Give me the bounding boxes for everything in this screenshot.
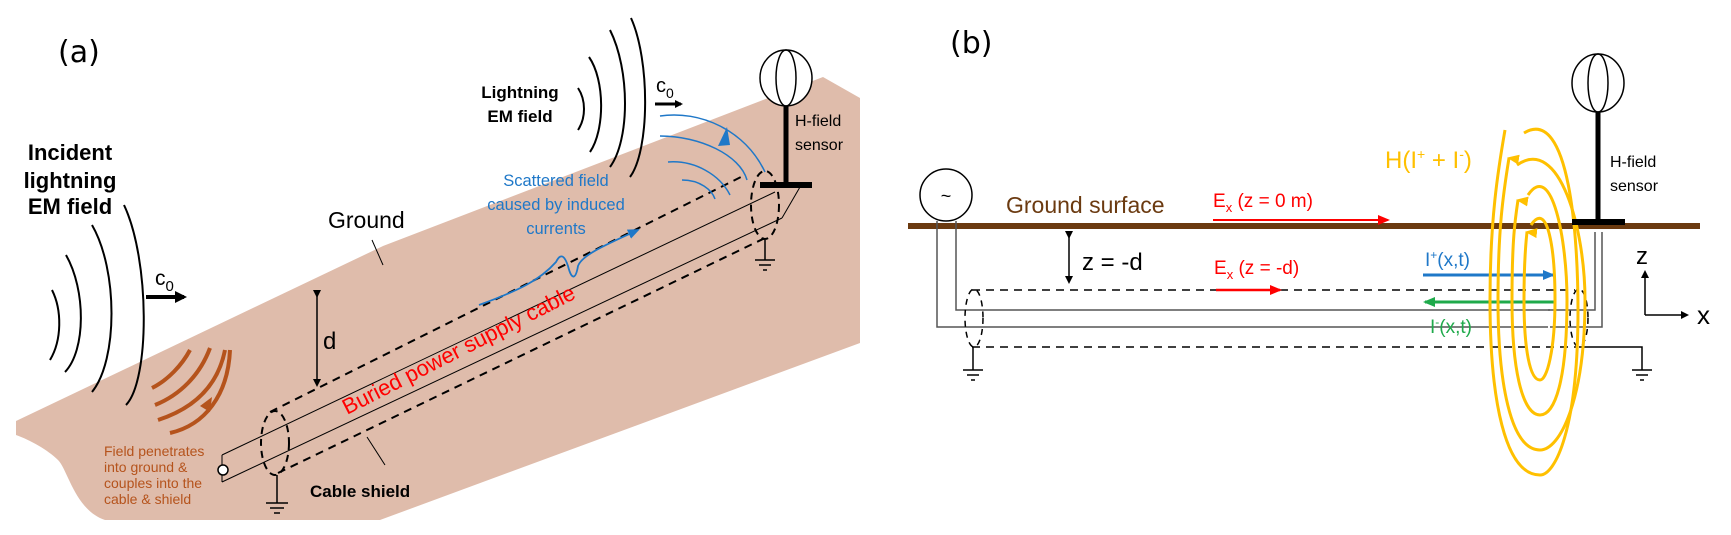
scattered-label: Scattered field caused by induced curren… — [487, 172, 625, 238]
svg-text:EM field: EM field — [28, 194, 112, 219]
svg-text:Lightning: Lightning — [481, 83, 558, 102]
panel-b-label: (b) — [950, 26, 992, 61]
svg-text:sensor: sensor — [795, 137, 844, 154]
panel-a-label: (a) — [58, 35, 100, 70]
svg-text:caused by induced: caused by induced — [487, 196, 625, 214]
shield-label: Cable shield — [310, 482, 410, 501]
shield-end-left-b — [964, 288, 984, 348]
sensor-label-b: H-field sensor — [1610, 154, 1659, 195]
shield-end-right — [750, 170, 780, 240]
svg-text:Incident: Incident — [28, 140, 113, 165]
ground-surface-label: Ground surface — [1006, 192, 1165, 218]
sensor-label-a: H-field sensor — [795, 113, 844, 154]
penetration-arrow-icon — [200, 397, 212, 412]
conductor-top — [221, 191, 776, 456]
scattered-wavefronts — [659, 114, 766, 200]
panel-b: (b) ~ Ground surface Ex (z = 0 m) z = -d… — [908, 26, 1710, 477]
svg-text:couples into the: couples into the — [104, 475, 202, 491]
svg-text:H-field: H-field — [1610, 154, 1656, 171]
h-field-sensor-a — [759, 49, 813, 188]
h-field-loops — [1488, 128, 1587, 477]
svg-text:into ground &: into ground & — [104, 459, 188, 475]
svg-text:EM field: EM field — [487, 107, 552, 126]
ground-label: Ground — [328, 207, 405, 233]
ground-symbol-icon — [266, 475, 288, 514]
depth-label: d — [323, 328, 336, 355]
ground-leader — [371, 239, 384, 266]
x-axis-label: x — [1697, 300, 1710, 330]
h-field-label: H(I+ + I-) — [1385, 146, 1472, 174]
svg-text:cable & shield: cable & shield — [104, 491, 191, 507]
i-plus-label: I+(x,t) — [1425, 248, 1470, 271]
i-minus-label: I-(x,t) — [1430, 315, 1472, 338]
ex-surface-label: Ex (z = 0 m) — [1213, 191, 1313, 215]
panel-a: (a) c0 Incident lightning EM field Field… — [16, 17, 860, 520]
h-field-sensor-b — [1571, 53, 1625, 225]
ground-symbol-icon — [1579, 346, 1652, 381]
incident-speed-label: c0 — [155, 267, 174, 295]
svg-text:Field penetrates: Field penetrates — [104, 443, 204, 459]
shield-end-right-b — [1569, 288, 1589, 348]
z-axis-label: z — [1636, 243, 1648, 270]
conductor-bottom — [221, 217, 783, 483]
svg-text:H-field: H-field — [795, 113, 841, 130]
shield-bottom-line — [277, 237, 766, 474]
scattered-arrow-icon — [718, 127, 730, 146]
source-icon — [919, 168, 973, 222]
incident-field-label: Incident lightning EM field — [24, 140, 117, 219]
penetration-label: Field penetrates into ground & couples i… — [104, 443, 204, 507]
svg-text:Scattered field: Scattered field — [503, 172, 608, 190]
ground-symbol-icon — [755, 240, 775, 271]
svg-text:sensor: sensor — [1610, 178, 1659, 195]
shield-top-line — [269, 174, 746, 413]
penetration-wavefronts — [151, 347, 232, 435]
svg-text:currents: currents — [526, 220, 586, 238]
depth-label-b: z = -d — [1082, 249, 1143, 276]
lightning-speed-label: c0 — [656, 75, 674, 101]
source-leads — [936, 221, 1550, 328]
lightning-wavefronts — [577, 17, 647, 178]
svg-text:lightning: lightning — [24, 168, 117, 193]
shield-leader — [366, 436, 386, 466]
lightning-field-label: Lightning EM field — [481, 83, 558, 126]
ex-depth-label: Ex (z = -d) — [1214, 258, 1299, 282]
ground-symbol-icon — [963, 347, 983, 381]
incident-wavefronts — [49, 204, 145, 406]
shield-end-left — [260, 410, 290, 476]
source-symbol: ~ — [941, 186, 952, 206]
source-symbol-icon — [217, 464, 229, 476]
ground-slab — [16, 77, 860, 520]
induced-current-wave — [478, 229, 640, 306]
sensor-connector — [781, 186, 801, 219]
